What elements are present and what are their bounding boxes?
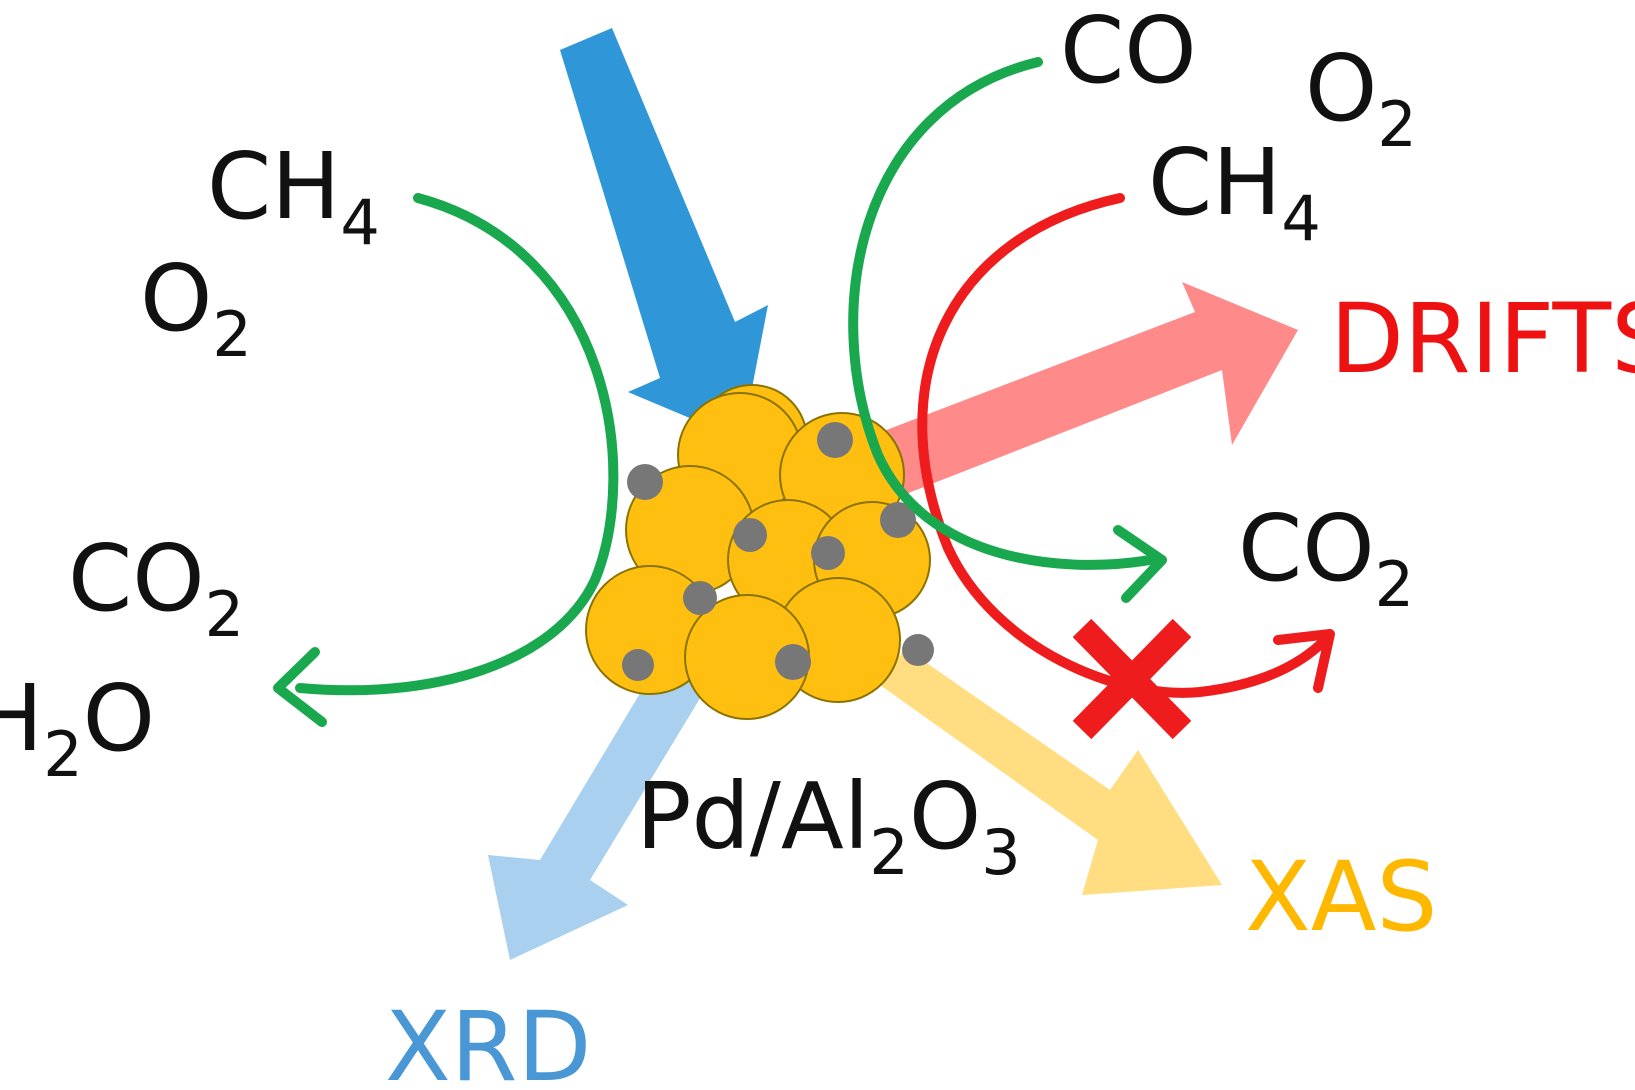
blocked-x-icon xyxy=(1072,618,1192,740)
right-co-label: CO xyxy=(1060,0,1197,104)
left-h2o-label: H2O xyxy=(0,665,155,791)
left-ch4-label: CH4 xyxy=(207,133,380,259)
left-co2-label: CO2 xyxy=(68,525,244,651)
incident-beam-arrow xyxy=(560,28,768,440)
pd-site xyxy=(622,649,654,681)
right-o2-label: O2 xyxy=(1305,35,1417,161)
red-arrowhead xyxy=(1273,629,1335,693)
drifts-label: DRIFTS xyxy=(1330,283,1635,395)
xrd-label: XRD xyxy=(385,991,591,1090)
left-reaction-path xyxy=(295,193,619,696)
pd-site xyxy=(775,644,811,680)
pd-site xyxy=(817,422,853,458)
drifts-arrow xyxy=(855,282,1298,505)
left-green-arrowhead xyxy=(273,647,327,727)
xas-label: XAS xyxy=(1245,841,1437,953)
pd-site xyxy=(627,464,663,500)
pd-site xyxy=(902,634,934,666)
pd-al2o3-particle xyxy=(585,384,934,720)
pd-site xyxy=(683,581,717,615)
left-o2-label: O2 xyxy=(140,245,252,371)
red-reaction-path xyxy=(917,193,1330,698)
right-co2-label: CO2 xyxy=(1238,495,1414,621)
catalyst-label: Pd/Al2O3 xyxy=(636,763,1021,889)
right-ch4-label: CH4 xyxy=(1148,129,1321,255)
pd-site xyxy=(733,518,767,552)
pd-site xyxy=(880,502,916,538)
xas-arrow xyxy=(880,648,1222,895)
pd-site xyxy=(811,536,845,570)
right-green-arrowhead xyxy=(1113,525,1167,603)
right-reaction-path xyxy=(848,57,1155,570)
xrd-arrow xyxy=(488,660,705,960)
